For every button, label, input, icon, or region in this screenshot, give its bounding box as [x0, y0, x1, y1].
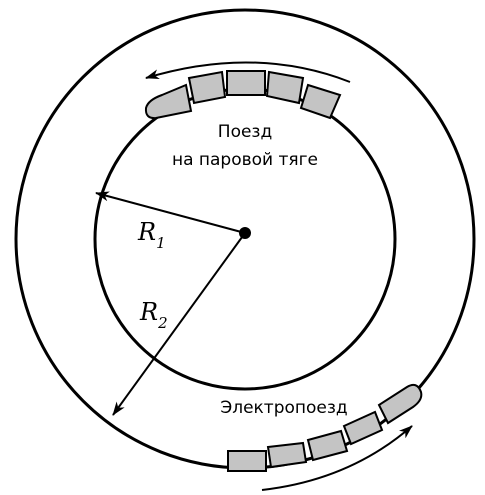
steam-train-direction-arrow [145, 61, 351, 83]
steam-train-car [299, 83, 342, 120]
electric-train-locomotive [377, 383, 423, 425]
radius-r2-arrow [112, 232, 246, 416]
steam-train-car [265, 70, 305, 105]
steam-train-locomotive [144, 83, 193, 120]
electric-train-car [306, 429, 349, 462]
steam-train-label-line2: на паровой тяге [172, 150, 318, 170]
steam-train [144, 70, 342, 120]
electric-train-car [342, 410, 384, 446]
steam-train-car [226, 70, 266, 96]
steam-train-car [187, 70, 227, 105]
radius-r1-arrow [95, 191, 246, 234]
r1-label: R1 [137, 218, 166, 252]
steam-train-label-line1: Поезд [218, 122, 272, 142]
electric-train [227, 383, 423, 472]
electric-train-car [266, 441, 308, 469]
r2-label: R2 [139, 298, 168, 332]
electric-train-label: Электропоезд [220, 398, 347, 418]
electric-train-car [227, 450, 267, 472]
electric-train-direction-arrow [261, 425, 413, 491]
